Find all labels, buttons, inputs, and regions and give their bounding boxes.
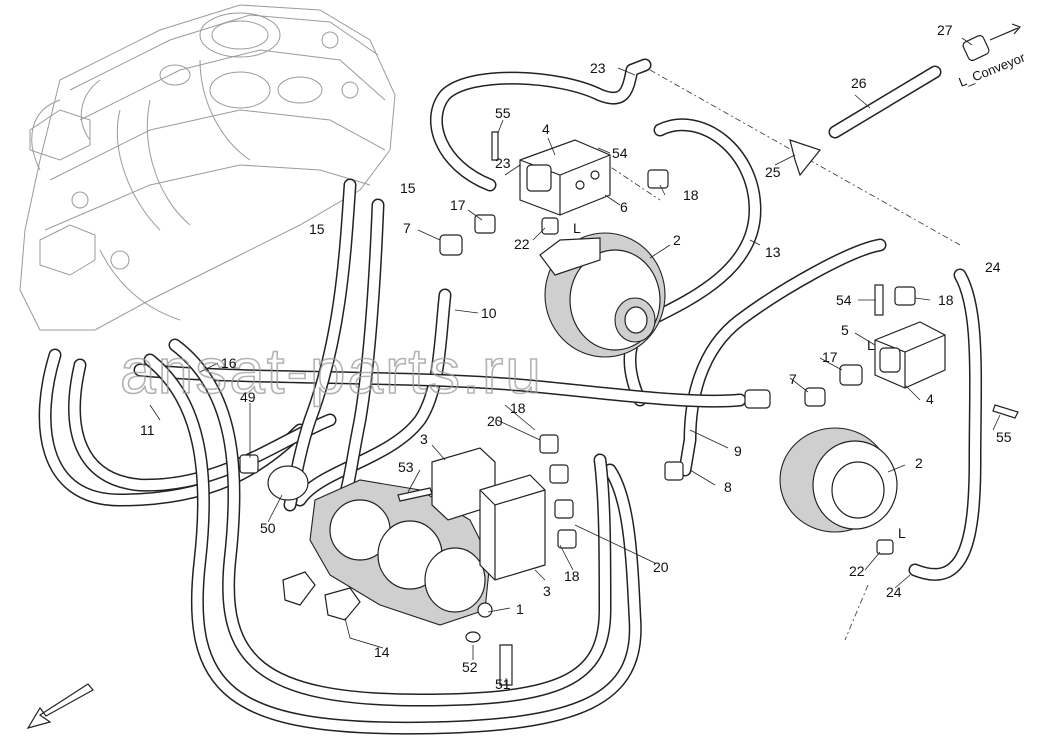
callout-7: 7 <box>403 220 411 236</box>
callout-55: 55 <box>495 105 511 121</box>
callout-2-b: 2 <box>915 455 923 471</box>
callout-16: 16 <box>221 355 237 371</box>
callout-54: 54 <box>612 145 628 161</box>
port-label-l-right: L <box>867 337 875 353</box>
bolt-51 <box>499 644 513 686</box>
callout-10: 10 <box>481 305 497 321</box>
callout-3: 3 <box>420 431 428 447</box>
o-ring-50 <box>267 465 309 501</box>
washer-52 <box>465 631 481 643</box>
callout-18-c: 18 <box>510 400 526 416</box>
callout-15: 15 <box>400 180 416 196</box>
watermark: ansat-parts.ru <box>120 335 543 407</box>
callout-25: 25 <box>765 164 781 180</box>
callout-24: 24 <box>985 259 1001 275</box>
callout-3-b: 3 <box>543 583 551 599</box>
callout-6: 6 <box>620 199 628 215</box>
bolt-53 <box>397 487 433 502</box>
callout-18: 18 <box>683 187 699 203</box>
port-label-l-top: L <box>573 220 581 236</box>
callout-27: 27 <box>937 22 953 38</box>
callout-18-b: 18 <box>938 292 954 308</box>
fitting-18-top <box>647 169 669 189</box>
leader-lines <box>149 37 1001 685</box>
callout-9: 9 <box>734 443 742 459</box>
callout-20: 20 <box>487 413 503 429</box>
bolt-55-right <box>992 404 1019 419</box>
callout-52: 52 <box>462 659 478 675</box>
callout-7-b: 7 <box>789 371 797 387</box>
callout-8: 8 <box>724 479 732 495</box>
port-label-l-bottom: L <box>898 525 906 541</box>
callout-22: 22 <box>514 236 530 252</box>
callout-4-b: 4 <box>926 391 934 407</box>
tee-fitting-25 <box>789 139 822 177</box>
callout-5: 5 <box>841 322 849 338</box>
callout-17: 17 <box>450 197 466 213</box>
callout-14: 14 <box>374 644 390 660</box>
callout-11: 11 <box>140 422 155 438</box>
callout-20-b: 20 <box>653 559 669 575</box>
callout-54-b: 54 <box>836 292 852 308</box>
callout-2: 2 <box>673 232 681 248</box>
callout-1: 1 <box>516 601 524 617</box>
callout-50: 50 <box>260 520 276 536</box>
callout-26: 26 <box>851 75 867 91</box>
callout-13: 13 <box>765 244 781 260</box>
callout-labels: 27 23 26 55 4 54 23 18 25 15 15 17 6 7 2… <box>140 22 1012 692</box>
engine-outline <box>19 4 396 331</box>
fitting-49 <box>239 454 259 474</box>
callout-23: 23 <box>590 60 606 76</box>
bolt-55-top <box>491 131 499 161</box>
callout-24-b: 24 <box>886 584 902 600</box>
callout-53: 53 <box>398 459 414 475</box>
callout-15-b: 15 <box>309 221 325 237</box>
components <box>239 35 1019 686</box>
callout-49: 49 <box>240 389 256 405</box>
conveyor-arrow <box>989 27 1019 41</box>
callout-51: 51 <box>495 676 511 692</box>
direction-arrow-icon <box>26 683 94 729</box>
callout-55-b: 55 <box>996 429 1012 445</box>
callout-22-b: 22 <box>849 563 865 579</box>
callout-18-d: 18 <box>564 568 580 584</box>
callout-23-b: 23 <box>495 155 511 171</box>
callout-4: 4 <box>542 121 550 137</box>
fitting-27 <box>962 35 990 61</box>
callout-17-b: 17 <box>822 349 838 365</box>
